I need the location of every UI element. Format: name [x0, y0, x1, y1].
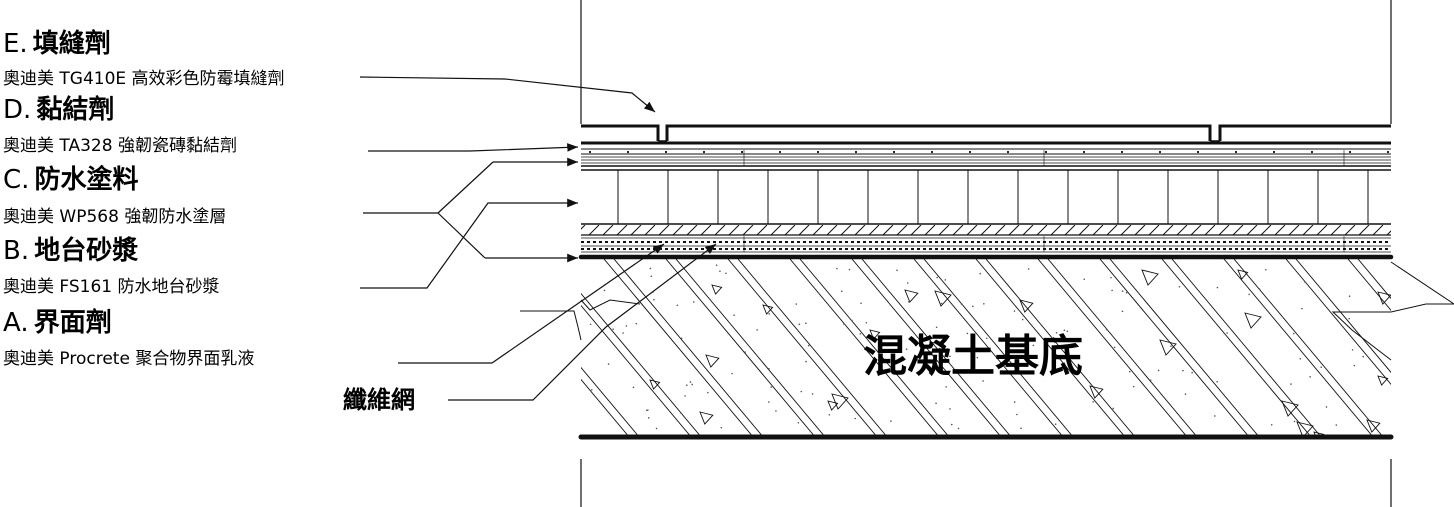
section-boundaries — [580, 0, 1392, 507]
svg-text:B. 地台砂漿: B. 地台砂漿 — [3, 235, 138, 266]
leader-c-top — [437, 161, 494, 214]
layer-c-label: C. 防水塗料 奧迪美 WP568 強韌防水塗層 — [3, 164, 226, 227]
screed-layer — [581, 169, 1391, 225]
leader-mesh — [448, 243, 717, 401]
mesh-label: 纖維網 — [343, 386, 415, 414]
layer-a-product: 奧迪美 Procrete 聚合物界面乳液 — [3, 349, 254, 369]
leader-lines — [359, 76, 717, 401]
svg-text:A. 界面劑: A. 界面劑 — [3, 307, 112, 338]
adhesive-layer — [581, 141, 1391, 167]
svg-text:E. 填縫劑: E. 填縫劑 — [3, 28, 111, 59]
break-lines — [520, 261, 1454, 361]
layer-b-product: 奧迪美 FS161 防水地台砂漿 — [3, 277, 220, 297]
mortar-layer — [581, 225, 1391, 253]
leader-b — [360, 198, 578, 289]
layer-e-label: E. 填縫劑 奧迪美 TG410E 高效彩色防霉填縫劑 — [3, 28, 285, 89]
concrete-base — [578, 259, 1394, 440]
layer-d-product: 奧迪美 TA328 強韌瓷磚黏結劑 — [3, 136, 237, 156]
svg-text:D. 黏結劑: D. 黏結劑 — [3, 94, 114, 125]
layer-a-label: A. 界面劑 奧迪美 Procrete 聚合物界面乳液 — [3, 307, 254, 369]
leader-d — [368, 143, 579, 152]
layer-c-product: 奧迪美 WP568 強韌防水塗層 — [3, 206, 226, 227]
leader-c-bottom — [437, 212, 486, 259]
leader-e — [359, 76, 656, 113]
concrete-base-label: 混凝土基底 — [863, 331, 1083, 382]
leader-a — [398, 243, 665, 364]
layer-d-label: D. 黏結劑 奧迪美 TA328 強韌瓷磚黏結劑 — [3, 94, 237, 156]
layer-b-label: B. 地台砂漿 奧迪美 FS161 防水地台砂漿 — [3, 235, 220, 297]
svg-text:C. 防水塗料: C. 防水塗料 — [3, 164, 139, 195]
layer-e-product: 奧迪美 TG410E 高效彩色防霉填縫劑 — [3, 69, 285, 89]
tile-surface-layer — [581, 124, 1391, 142]
